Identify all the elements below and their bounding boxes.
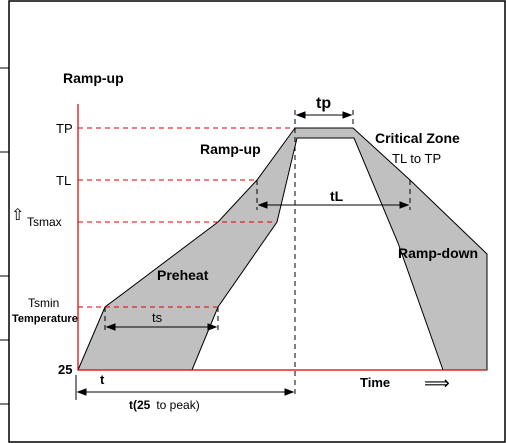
up-arrow-icon: ⇧ bbox=[11, 207, 24, 224]
TP-label: TP bbox=[56, 121, 73, 136]
critical-zone-sub-label: TL to TP bbox=[392, 151, 441, 166]
ramp-up-label: Ramp-up bbox=[200, 141, 261, 157]
Tmax-label: Tsmax bbox=[27, 215, 62, 229]
t25-prefix: t(25 bbox=[129, 398, 151, 412]
t25-label-prefix: t bbox=[100, 372, 105, 387]
tl-label: tL bbox=[330, 188, 344, 204]
preheat-label: Preheat bbox=[157, 267, 209, 283]
right-arrow-icon: ⟹ bbox=[424, 373, 450, 393]
guide-lines bbox=[78, 127, 295, 308]
TL-label: TL bbox=[56, 173, 71, 188]
left-border-ticks bbox=[0, 67, 9, 405]
diagram-heading: Ramp-up bbox=[63, 70, 124, 86]
zero-label: 25 bbox=[58, 362, 72, 377]
time-label: Time bbox=[360, 375, 390, 390]
ts-label: ts bbox=[152, 310, 163, 325]
t25-suffix: to peak) bbox=[156, 398, 199, 412]
time-markers bbox=[104, 110, 411, 395]
critical-zone-label: Critical Zone bbox=[375, 130, 460, 146]
dimension-arrows bbox=[76, 111, 410, 396]
Tmin-label: Tsmin bbox=[28, 296, 59, 310]
temperature-label: Temperature bbox=[12, 313, 78, 325]
diagram-border bbox=[8, 0, 506, 443]
t25-peak-label: t(25 to peak) bbox=[129, 398, 200, 412]
ramp-down-label: Ramp-down bbox=[398, 245, 478, 261]
tp-label: tp bbox=[316, 95, 331, 112]
